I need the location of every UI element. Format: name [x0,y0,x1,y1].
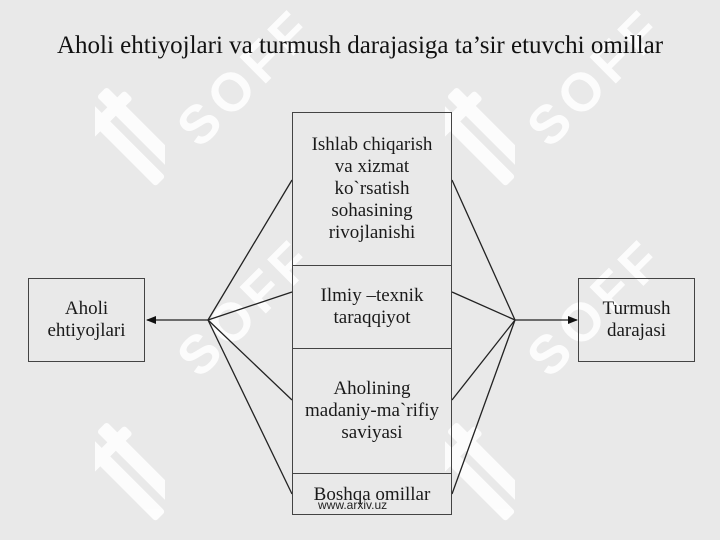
connector-line [207,319,293,401]
connector-line [451,179,516,321]
factor-box-production: Ishlab chiqarish va xizmat ko`rsatish so… [292,112,452,266]
turmush-darajasi-box: Turmush darajasi [578,278,695,362]
website-link[interactable]: www.arxiv.uz [318,498,388,512]
connector-line [451,319,516,495]
factor-box-other: Boshqa omillar [292,473,452,515]
connector-line [451,319,516,401]
factor-box-science: Ilmiy –texnik taraqqiyot [292,265,452,349]
connector-line [207,291,293,321]
connector-line [207,319,293,495]
aholi-ehtiyojlari-box: Aholi ehtiyojlari [28,278,145,362]
connector-line [207,179,293,321]
factor-box-culture: Aholining madaniy-ma`rifiy saviyasi [292,348,452,474]
connector-line [451,291,516,321]
slide-title: Aholi ehtiyojlari va turmush darajasiga … [56,32,664,59]
